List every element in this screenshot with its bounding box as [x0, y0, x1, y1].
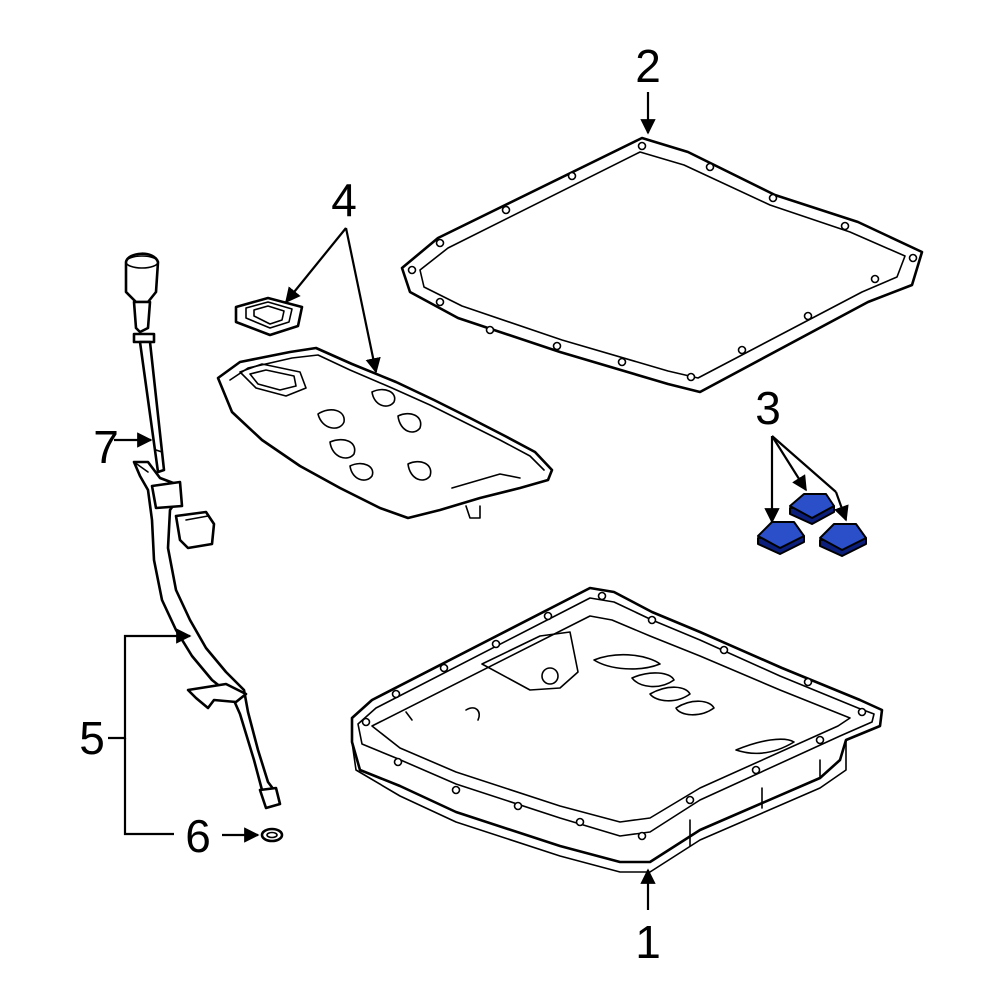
callout-5: 5 [79, 712, 105, 764]
leader-5 [108, 628, 192, 836]
transmission-oil-pan[interactable] [350, 586, 884, 873]
callout-1: 1 [635, 916, 661, 968]
dipstick[interactable] [124, 252, 166, 474]
o-ring[interactable] [260, 827, 284, 843]
leader-lines [108, 92, 849, 910]
leader-4 [285, 227, 381, 374]
magnet-1[interactable] [789, 493, 835, 525]
callout-4: 4 [331, 174, 357, 226]
magnet-2[interactable] [757, 521, 805, 555]
callout-3: 3 [755, 382, 781, 434]
callout-7: 7 [93, 421, 119, 473]
dipstick-tube[interactable] [132, 460, 282, 810]
pan-magnets[interactable] [757, 493, 867, 557]
pan-bolt-holes [361, 591, 867, 841]
magnet-3[interactable] [819, 523, 867, 557]
gasket-bolt-holes [407, 141, 918, 382]
callout-2: 2 [635, 40, 661, 92]
filter-seal[interactable] [234, 296, 304, 337]
leader-3 [764, 435, 849, 524]
callout-6: 6 [185, 810, 211, 862]
pan-gasket[interactable] [400, 136, 924, 394]
transmission-filter[interactable] [216, 346, 554, 520]
